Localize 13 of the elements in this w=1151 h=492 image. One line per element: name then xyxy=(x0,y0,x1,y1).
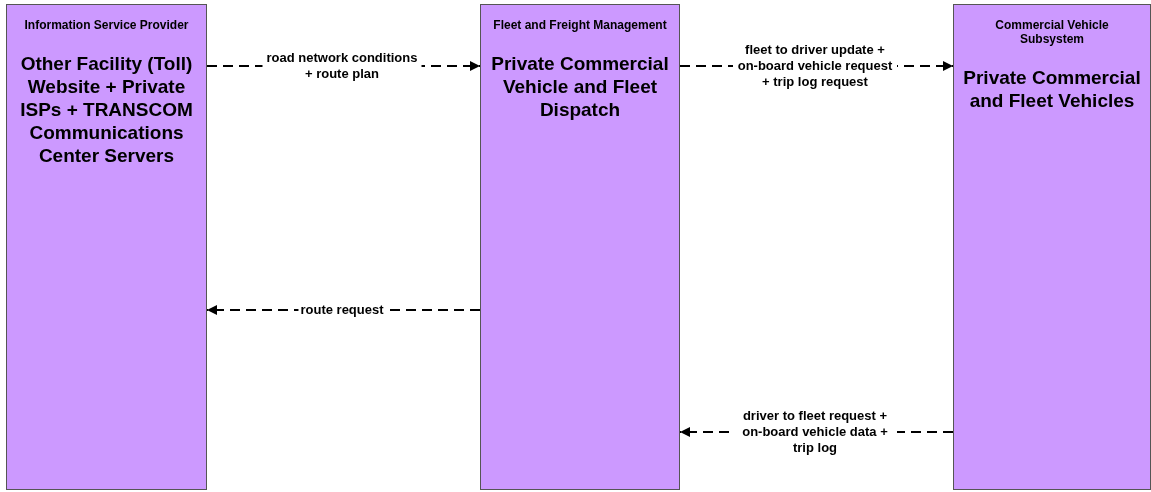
box-title: Private Commercial and Fleet Vehicles xyxy=(962,66,1142,112)
edge-label: road network conditions + route plan xyxy=(262,50,422,82)
box-heading: Information Service Provider xyxy=(23,18,190,32)
system-box xyxy=(953,4,1151,490)
system-box xyxy=(480,4,680,490)
box-heading: Fleet and Freight Management xyxy=(492,18,668,32)
edge-label: driver to fleet request + on-board vehicle data + trip log xyxy=(733,408,897,456)
edge-label: route request xyxy=(298,302,386,318)
edge-label: fleet to driver update + on-board vehicle request + trip log request xyxy=(733,42,897,90)
box-title: Other Facility (Toll) Website + Private ISPs + TRANSCOM Communications Center Servers xyxy=(19,52,194,167)
box-heading: Commercial Vehicle Subsystem xyxy=(994,18,1110,46)
box-title: Private Commercial Vehicle and Fleet Dispatch xyxy=(490,52,670,121)
system-box xyxy=(6,4,207,490)
